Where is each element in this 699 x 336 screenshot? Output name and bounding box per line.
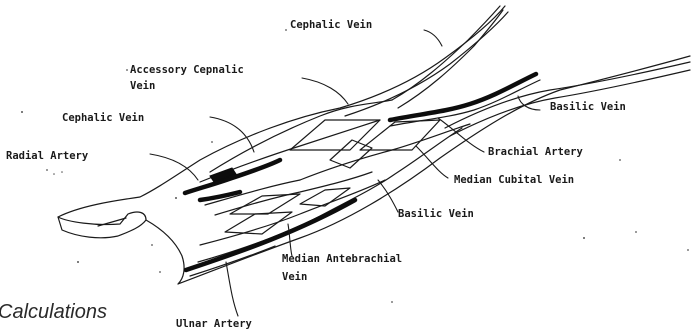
speck [151,244,153,246]
label-cephalic-vein-top: Cephalic Vein [290,19,372,31]
hand-wrist-outline [146,220,184,284]
speck [21,111,23,113]
speck [211,141,213,143]
label-median-antebrachial-line1: Median Antebrachial [282,253,402,265]
label-accessory-cephalic-line2: Vein [130,80,155,92]
leader-radial-artery [150,154,198,180]
speck [61,171,63,173]
speck [619,159,621,161]
label-accessory-cephalic-line1: Accessory Cepnalic [130,64,244,76]
speck [687,249,689,251]
vein-network-diamond-3 [330,140,372,168]
label-brachial-artery: Brachial Artery [488,146,584,158]
leader-median-cubital-vein [416,146,448,178]
speck [77,261,79,263]
speck [175,197,177,199]
leader-ulnar-artery [226,262,238,316]
basilic-vein-forearm [198,128,462,262]
speck [46,169,48,171]
forearm-cell-1 [230,194,300,214]
leader-cephalic-vein-top [424,30,442,46]
label-ulnar-artery: Ulnar Artery [176,318,253,330]
speck [53,173,55,175]
vessels [198,6,690,262]
basilic-vein-upper-1 [445,62,690,128]
label-radial-artery: Radial Artery [6,150,89,162]
arm-outline [58,6,690,284]
label-basilic-vein-right: Basilic Vein [550,101,626,113]
leader-accessory-cephalic [302,78,348,104]
label-basilic-vein-lower: Basilic Vein [398,208,474,220]
speck [583,237,585,239]
cephalic-vein-upper [392,6,500,100]
forearm-cell-2 [225,212,292,234]
radial-artery-lower [200,192,240,200]
median-cubital-vein [300,124,470,180]
label-cephalic-vein-left: Cephalic Vein [62,112,144,124]
speck [285,29,287,31]
leader-cephalic-vein-left [210,117,254,152]
speck [635,231,637,233]
caption: Calculations [0,301,107,323]
leader-basilic-vein-lower [378,180,398,212]
label-median-antebrachial-line2: Vein [282,271,307,283]
speck [126,69,128,71]
speck [159,271,161,273]
label-median-cubital-vein: Median Cubital Vein [454,174,574,186]
speck [391,301,393,303]
